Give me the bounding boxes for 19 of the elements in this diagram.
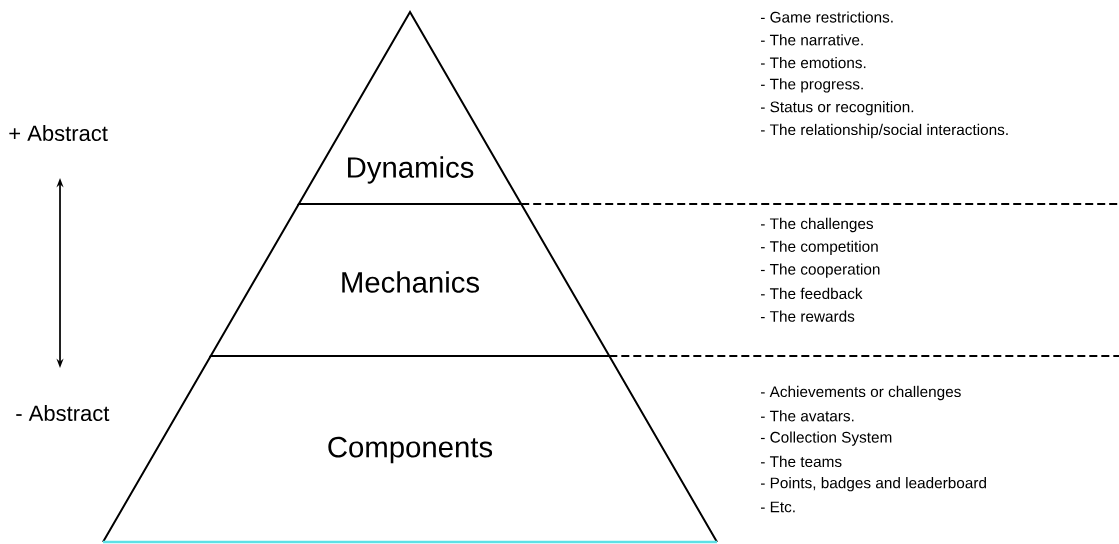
axis-label: + Abstract [9,124,108,142]
list-item: - The progress. [760,78,863,93]
list-item: - Game restrictions. [760,11,893,23]
list-item: - The competition [760,240,878,255]
list-item: - The emotions. [760,57,866,69]
list-item: - The rewards [760,310,855,322]
list-item: - Etc. [760,501,795,513]
list-item: - Collection System [760,431,892,446]
list-item: - The feedback [760,287,863,300]
list-item: - The avatars. [760,410,854,422]
list-item: - The narrative. [760,34,863,46]
axis-label: - Abstract [16,404,110,422]
list-item: - Points, badges and leaderboard [760,477,986,492]
list-item: - The teams [760,455,842,468]
list-item: - The challenges [760,217,874,233]
list-item: - Status or recognition. [760,101,914,116]
list-item: - The cooperation [760,263,880,278]
list-item: - Achievements or challenges [760,385,961,401]
list-item: - The relationship/social interactions. [760,123,1008,139]
